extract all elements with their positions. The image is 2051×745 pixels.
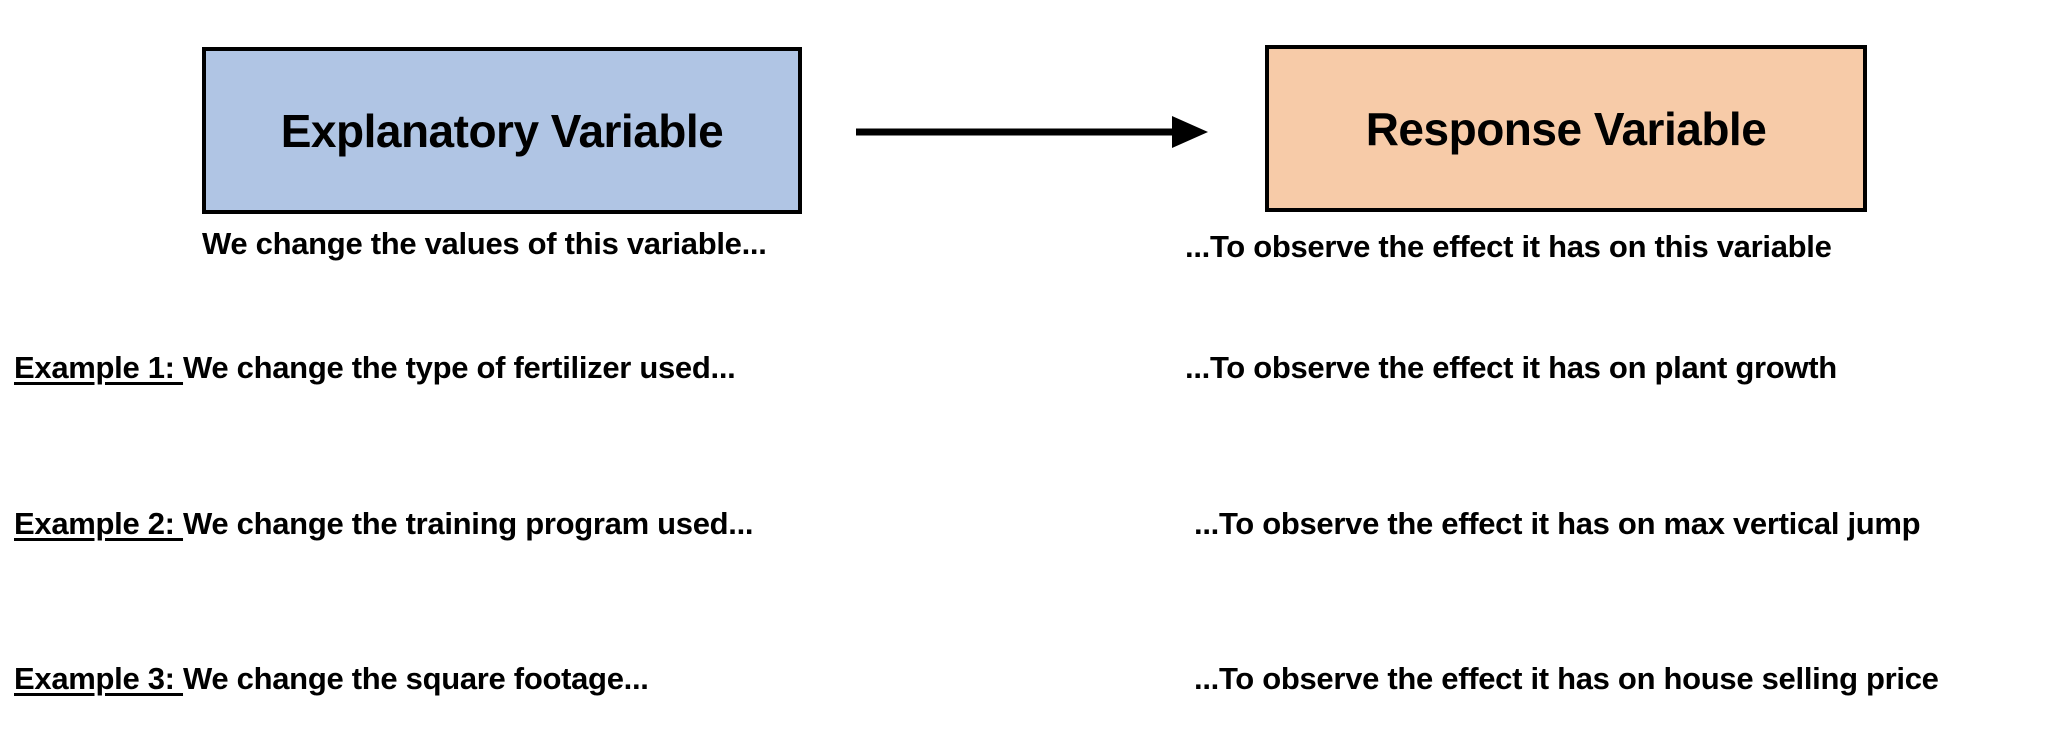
example-2-right: ...To observe the effect it has on max v… — [1194, 506, 1921, 541]
response-variable-label: Response Variable — [1365, 102, 1767, 155]
explanatory-variable-box: Explanatory Variable — [202, 47, 802, 214]
example-1-tag: Example 1: — [14, 350, 184, 385]
example-1-left: Example 1: We change the type of fertili… — [14, 350, 736, 385]
response-variable-box: Response Variable — [1265, 45, 1867, 212]
example-3-tag: Example 3: — [14, 661, 184, 696]
example-3-right: ...To observe the effect it has on house… — [1194, 661, 1939, 696]
explanatory-caption: We change the values of this variable... — [202, 226, 767, 261]
example-2-left: Example 2: We change the training progra… — [14, 506, 754, 541]
example-row: Example 3: We change the square footage.… — [0, 663, 2051, 707]
example-row: Example 1: We change the type of fertili… — [0, 352, 2051, 396]
example-row: Example 2: We change the training progra… — [0, 508, 2051, 552]
explanatory-variable-label: Explanatory Variable — [280, 104, 724, 157]
example-2-tag: Example 2: — [14, 506, 184, 541]
arrow-right-icon — [850, 108, 1210, 156]
example-3-left-text: We change the square footage... — [183, 661, 649, 696]
example-1-left-text: We change the type of fertilizer used... — [183, 350, 736, 385]
example-3-left: Example 3: We change the square footage.… — [14, 663, 649, 694]
example-2-left-text: We change the training program used... — [183, 506, 754, 541]
response-caption: ...To observe the effect it has on this … — [1185, 229, 1832, 264]
example-1-right: ...To observe the effect it has on plant… — [1185, 350, 1837, 385]
